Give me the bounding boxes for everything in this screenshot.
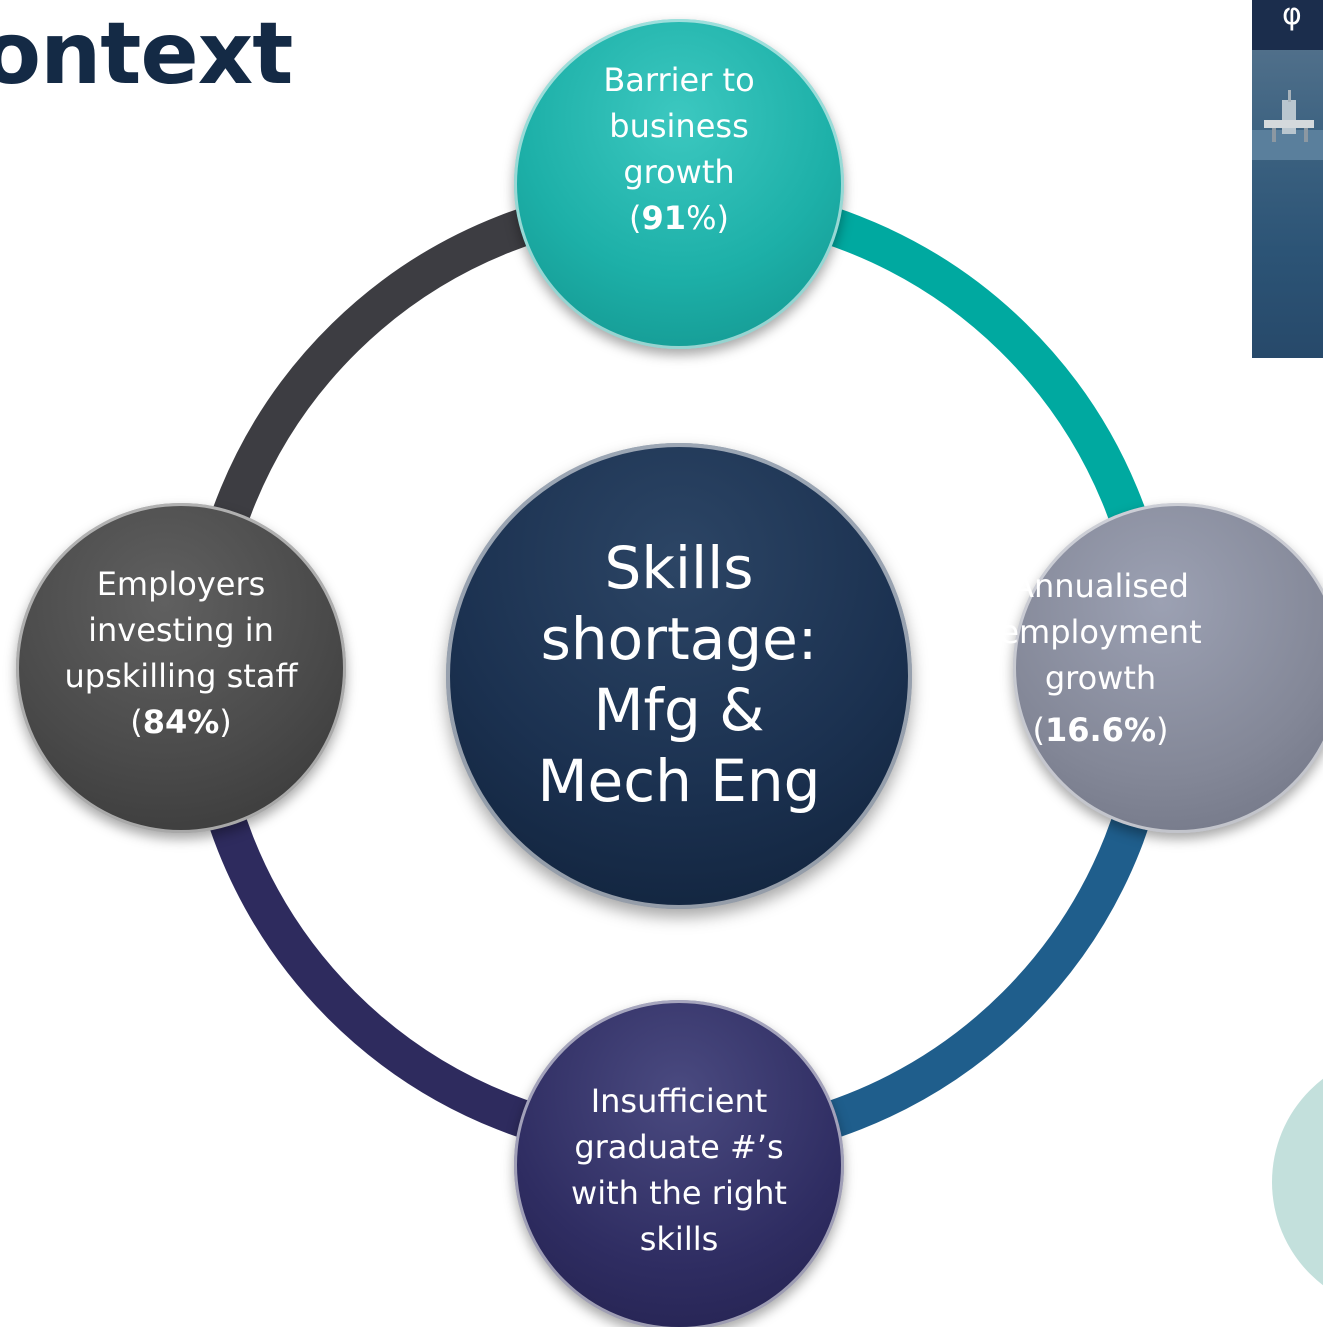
node-barrier-suffix: %) [686,199,729,237]
node-employment-line: Annualised [1012,567,1189,605]
node-barrier-value: 91 [641,199,687,237]
node-barrier-text: Barrier to business growth ( [603,61,755,237]
node-upskilling-value: 84% [142,703,220,741]
center-line: Skills [604,534,754,602]
node-upskilling-label: Employers investing in upskilling staff … [61,561,301,745]
node-employment-line: employment [999,613,1202,651]
node-employment-paren-close: ) [1156,711,1169,749]
slide-title: ontext [0,4,293,104]
node-graduates-label: Insufficient graduate #’s with the right… [571,1082,787,1258]
node-employment-paren-open: ( [1032,711,1045,749]
center-label: Skills shortage: Mfg & Mech Eng [519,533,839,817]
node-employment-value: 16.6% [1044,711,1156,749]
center-line: Mfg & [593,676,765,744]
node-insufficient-graduates: Insufficient graduate #’s with the right… [514,1000,844,1327]
node-employment-line: growth [1044,659,1157,697]
node-barrier-label: Barrier to business growth (91%) [589,57,769,241]
center-line: shortage: [540,605,818,673]
offshore-platform-photo: φ [1252,0,1323,358]
node-upskilling-text: Employers investing in upskilling staff … [64,565,298,741]
platform-structure-icon [1252,90,1323,160]
center-skills-shortage: Skills shortage: Mfg & Mech Eng [446,443,912,909]
node-employment-label: Annualised employment growth (16.6%) [981,563,1221,753]
photo-header-bar: φ [1252,0,1323,50]
center-line: Mech Eng [537,747,821,815]
node-upskilling-suffix: ) [219,703,232,741]
phi-logo-icon: φ [1282,0,1302,32]
node-employment-growth: Annualised employment growth (16.6%) [999,503,1323,833]
node-employers-upskilling: Employers investing in upskilling staff … [16,503,346,833]
node-barrier-to-growth: Barrier to business growth (91%) [514,19,844,349]
